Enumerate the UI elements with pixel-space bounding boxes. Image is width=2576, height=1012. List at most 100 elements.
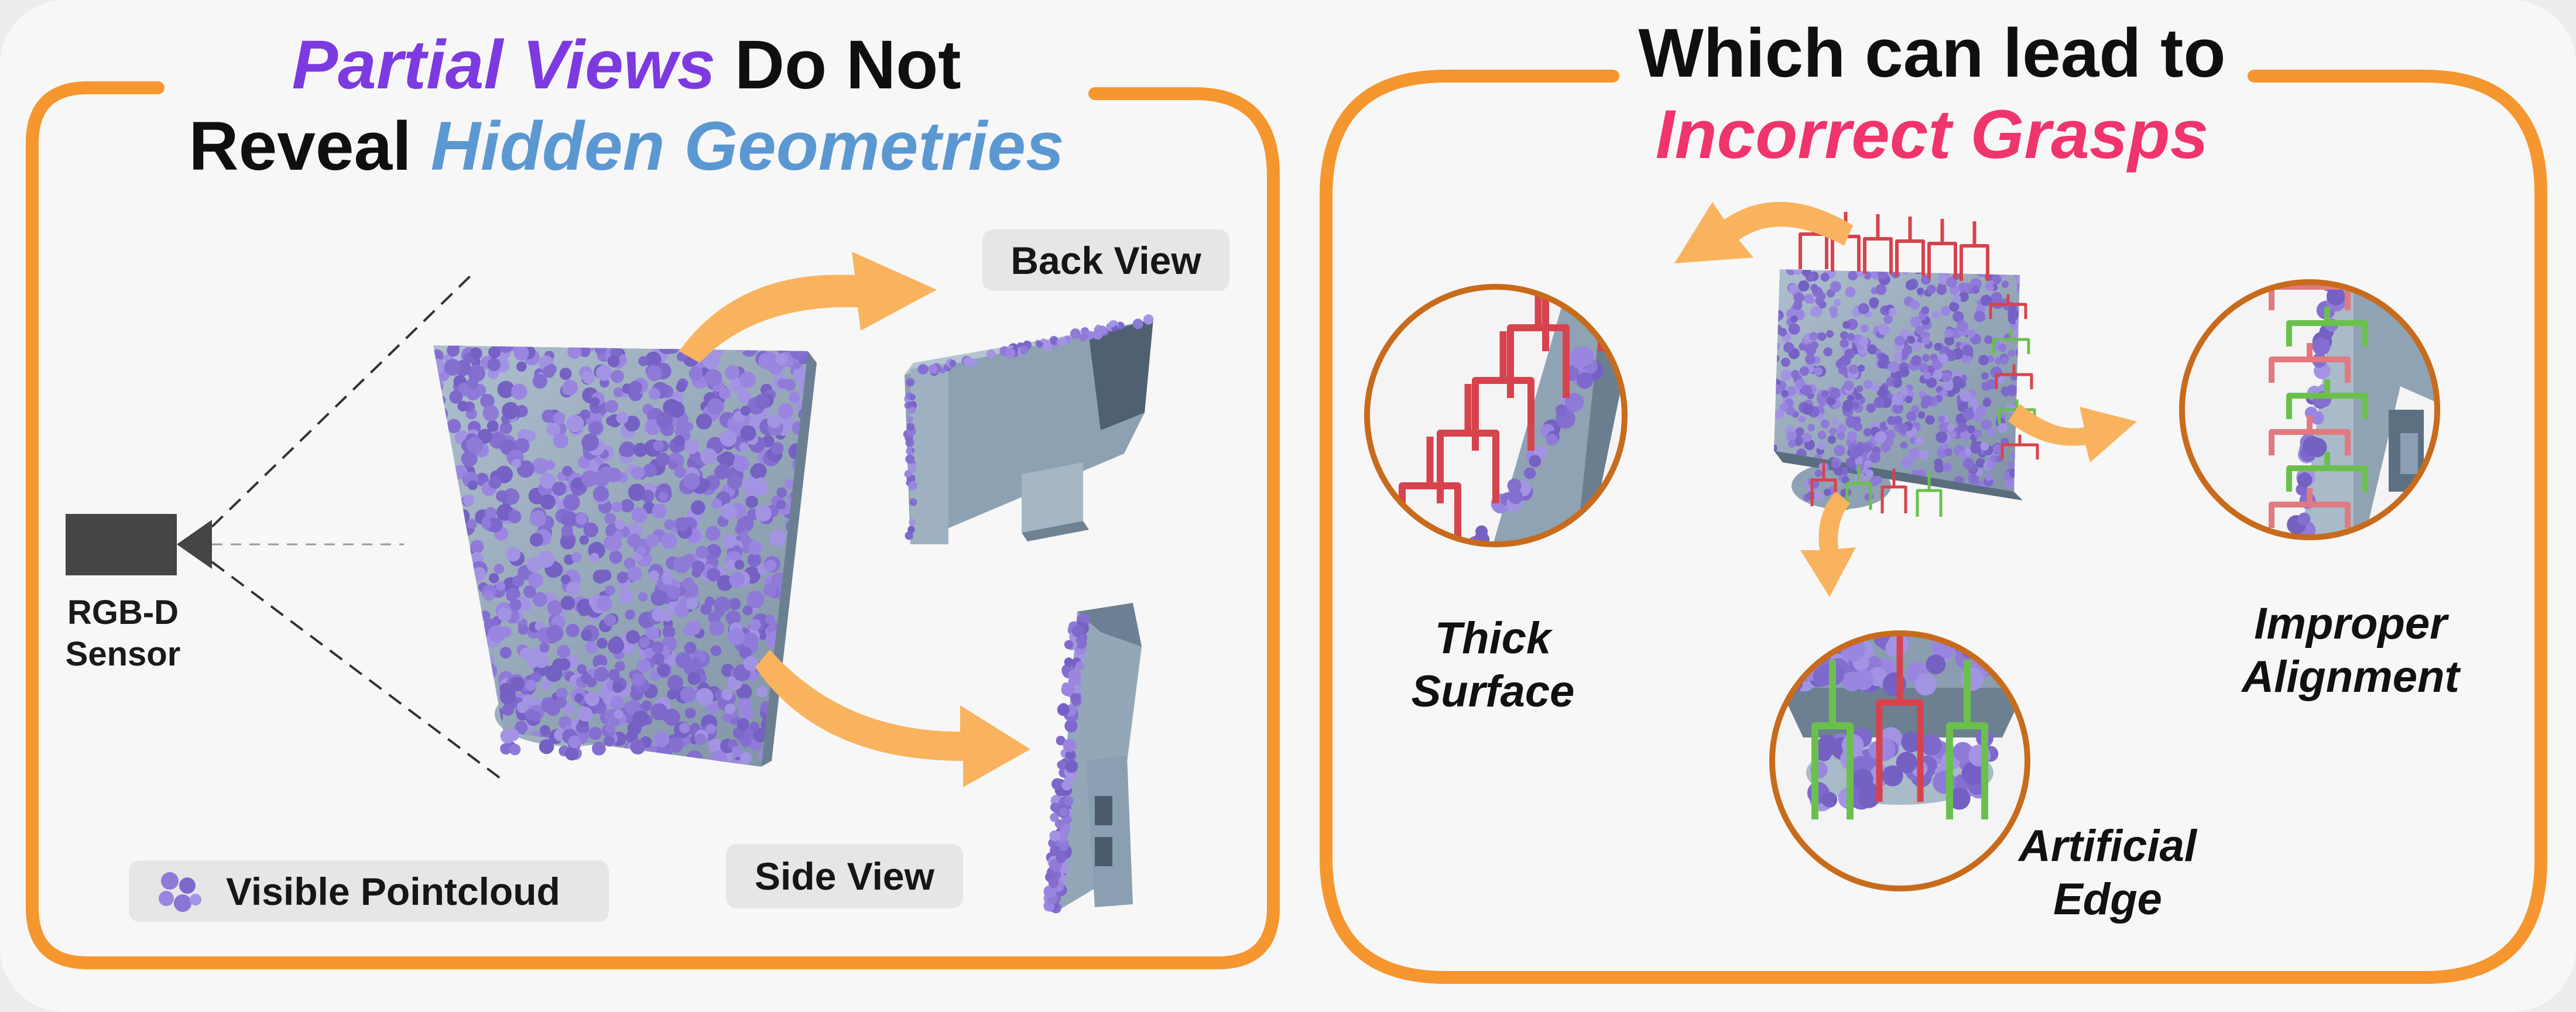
point	[433, 467, 436, 482]
point	[612, 682, 624, 693]
point	[597, 637, 608, 649]
point	[1795, 427, 1804, 437]
point	[566, 414, 584, 433]
point	[782, 745, 799, 763]
point	[1786, 634, 1809, 658]
point	[607, 355, 620, 368]
point	[1905, 396, 1913, 403]
point	[436, 577, 451, 592]
point	[636, 659, 651, 673]
point	[2297, 541, 2311, 555]
point	[1821, 792, 1838, 808]
point	[444, 359, 461, 376]
title-reveal: Reveal	[189, 108, 431, 186]
point	[433, 652, 437, 667]
point	[692, 560, 705, 574]
point	[509, 599, 522, 611]
point	[1860, 324, 1869, 332]
point	[667, 675, 683, 691]
point	[452, 497, 463, 507]
point	[1774, 470, 1781, 480]
point	[580, 409, 591, 420]
point	[986, 349, 996, 359]
point	[652, 503, 667, 519]
point	[434, 543, 448, 557]
point	[764, 560, 777, 572]
point	[777, 345, 794, 354]
point	[568, 735, 581, 749]
grasp-gripper	[1437, 384, 1499, 503]
point	[783, 379, 796, 391]
point	[577, 706, 593, 722]
point	[456, 608, 470, 621]
point	[1061, 780, 1072, 791]
point	[516, 361, 527, 372]
title-partial-views: Partial Views	[292, 26, 716, 104]
point	[1921, 306, 1930, 315]
point	[530, 671, 542, 683]
point	[515, 678, 525, 688]
point	[1065, 749, 1075, 760]
point	[508, 510, 522, 524]
point	[1796, 633, 1821, 651]
point	[1830, 310, 1838, 318]
point	[457, 580, 469, 592]
point	[464, 599, 479, 615]
point	[477, 726, 490, 739]
point	[1892, 352, 1902, 362]
point	[645, 626, 660, 640]
point	[1896, 752, 1918, 773]
point	[708, 739, 722, 753]
point	[525, 709, 537, 721]
grasp-scene-monitor	[1774, 210, 2039, 517]
point	[720, 503, 737, 520]
point	[662, 575, 672, 585]
arrow-to-artificial-edge	[1800, 492, 1856, 597]
point	[479, 688, 492, 701]
point	[1779, 489, 1788, 492]
point	[461, 757, 475, 767]
point	[433, 475, 443, 489]
point	[1059, 807, 1068, 817]
point	[1982, 399, 1991, 407]
point	[2017, 390, 2020, 399]
point	[2015, 347, 2020, 358]
point	[1837, 431, 1845, 440]
point	[1858, 337, 1869, 347]
point	[1831, 460, 1839, 468]
point	[725, 560, 737, 571]
point	[433, 688, 441, 705]
point	[1945, 349, 1957, 362]
point	[1072, 684, 1081, 694]
point	[433, 479, 437, 490]
point	[1831, 418, 1839, 426]
point	[1810, 284, 1818, 292]
point	[1824, 488, 1831, 496]
point	[1786, 269, 1796, 276]
point	[562, 379, 578, 396]
point	[1861, 442, 1872, 453]
point	[2000, 357, 2008, 365]
point	[1879, 354, 1889, 364]
point	[1878, 323, 1890, 335]
point	[2326, 287, 2345, 306]
point	[1923, 371, 1931, 380]
grasp-gripper	[1992, 329, 2030, 354]
point	[785, 651, 800, 666]
point	[592, 570, 607, 584]
point	[652, 653, 665, 665]
point	[515, 721, 528, 734]
point	[458, 345, 470, 347]
point	[638, 592, 648, 602]
point	[1783, 342, 1794, 353]
arrow-to-back-view	[679, 252, 937, 363]
point	[604, 735, 615, 747]
left-title-line2: Reveal Hidden Geometries	[170, 106, 1083, 187]
point	[906, 423, 915, 431]
point	[1075, 661, 1084, 670]
point	[1926, 654, 1946, 674]
point	[433, 646, 445, 664]
point	[1840, 331, 1848, 339]
point	[433, 668, 439, 685]
